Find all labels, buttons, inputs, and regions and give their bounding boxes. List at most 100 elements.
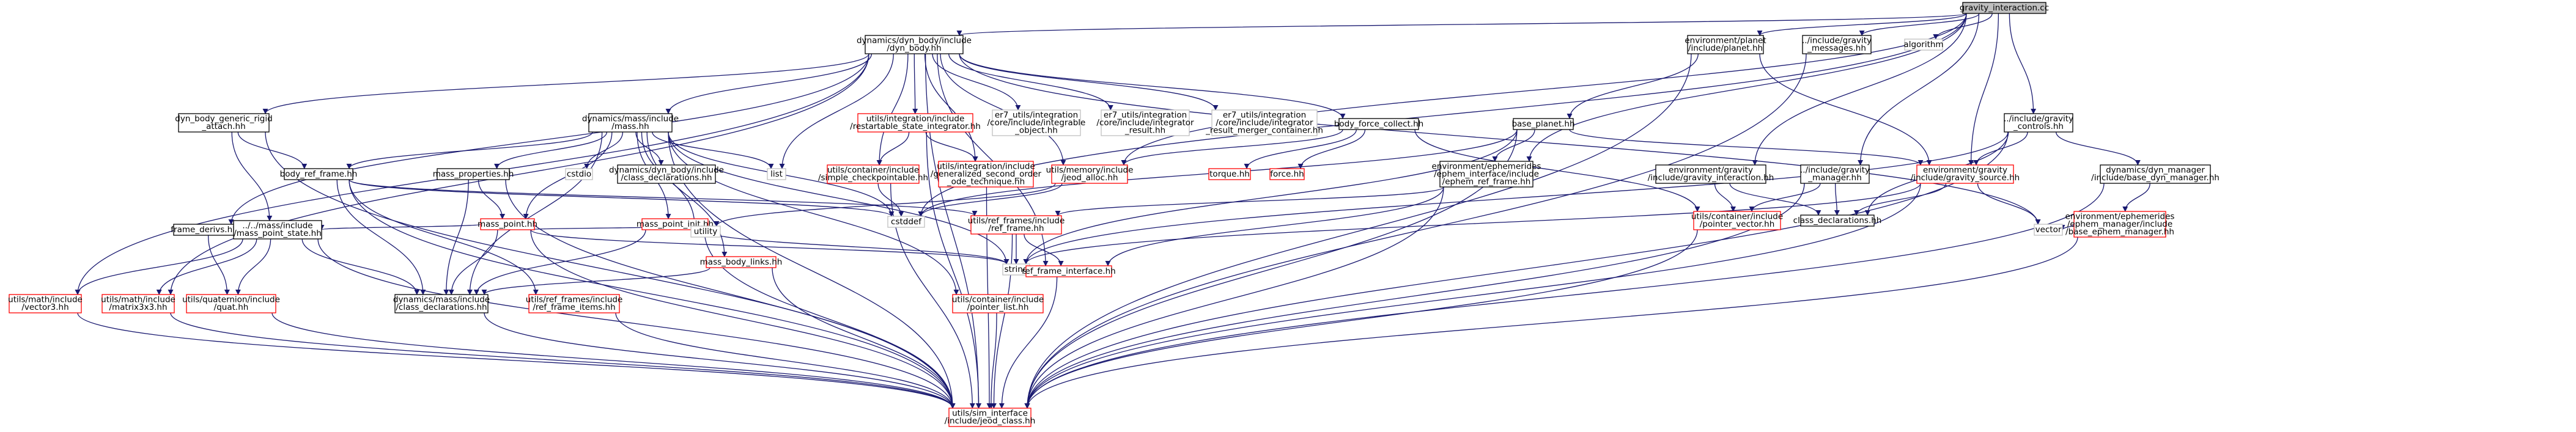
node-force_hh[interactable]: force.hh <box>1269 168 1305 180</box>
node-label: _result.hh <box>1124 125 1165 135</box>
node-dyn_body_class_declarations_hh[interactable]: dynamics/dyn_body/include/class_declarat… <box>609 164 724 184</box>
edge-body_force_collect_hh-to-pointer_vector_hh <box>1414 129 1700 212</box>
node-label: /base_ephem_manager.hh <box>2065 227 2174 236</box>
node-planet_hh[interactable]: environment/planet/include/planet.hh <box>1685 35 1766 54</box>
node-gravity_class_declarations_hh[interactable]: class_declarations.hh <box>1793 214 1882 227</box>
node-dyn_body_generic_rigid_attach_hh[interactable]: dyn_body_generic_rigid_attach.hh <box>175 113 273 133</box>
node-label: /include/gravity_source.hh <box>1911 173 2020 183</box>
node-jeod_alloc_hh[interactable]: utils/memory/include/jeod_alloc.hh <box>1046 164 1134 184</box>
node-label: /mass.hh <box>611 122 649 131</box>
node-base_ephem_manager_hh[interactable]: environment/ephemerides/ephem_manager/in… <box>2065 211 2175 238</box>
edge-base_planet_hh-to-gravity_source_hh <box>1569 129 1924 166</box>
node-mass_class_declarations_hh[interactable]: dynamics/mass/include/class_declarations… <box>393 294 490 313</box>
node-box <box>2004 113 2073 133</box>
edge-dyn_body_hh-to-list <box>779 53 894 169</box>
node-box <box>706 256 777 268</box>
node-pointer_list_hh[interactable]: utils/container/include/pointer_list.hh <box>952 294 1044 313</box>
node-mass_point_hh[interactable]: mass_point.hh <box>478 218 537 230</box>
edge-vector3_hh-to-jeod_class_hh <box>77 312 956 409</box>
node-torque_hh[interactable]: torque.hh <box>1208 168 1251 180</box>
node-dyn_body_hh[interactable]: dynamics/dyn_body/include/dyn_body.hh <box>857 35 972 54</box>
edge-dyn_body_hh-to-vector <box>959 53 2041 225</box>
edge-mass_hh-to-jeod_class_hh <box>668 131 956 409</box>
node-label: /pointer_vector.hh <box>1700 219 1775 229</box>
node-simple_checkpointable_hh[interactable]: utils/container/include/simple_checkpoin… <box>818 164 928 184</box>
node-label: /ref_frame.hh <box>988 224 1044 233</box>
edge-mass_point_state_hh-to-mass_class_declarations_hh <box>301 238 420 295</box>
node-label: /jeod_alloc.hh <box>1061 173 1118 183</box>
node-box <box>1802 35 1872 54</box>
node-box <box>1101 109 1190 136</box>
node-env_gravity_interaction_hh[interactable]: environment/gravity/include/gravity_inte… <box>1648 164 1774 184</box>
node-mass_properties_hh[interactable]: mass_properties.hh <box>433 168 514 180</box>
node-box <box>1025 265 1112 277</box>
node-restartable_state_integrator_hh[interactable]: utils/integration/include/restartable_st… <box>850 113 981 133</box>
edge-base_ephem_manager_hh-to-jeod_class_hh <box>1024 236 2078 409</box>
node-gravity_source_hh[interactable]: environment/gravity/include/gravity_sour… <box>1911 164 2020 184</box>
node-label: utils/memory/include <box>1046 166 1134 175</box>
node-body_ref_frame_hh[interactable]: body_ref_frame.hh <box>280 168 358 180</box>
node-jeod_class_hh[interactable]: utils/sim_interface/include/jeod_class.h… <box>945 408 1036 427</box>
edge-mass_hh-to-body_ref_frame_hh <box>346 131 593 169</box>
node-label: mass_properties.hh <box>433 169 514 179</box>
node-label: _messages.hh <box>1807 43 1866 53</box>
node-vector3_hh[interactable]: utils/math/include/vector3.hh <box>8 294 83 313</box>
node-box <box>1800 164 1870 184</box>
node-label: /core/include/integrator <box>1216 118 1313 128</box>
node-quat_hh[interactable]: utils/quaternion/include/quat.hh <box>182 294 280 313</box>
node-generalized_second_order_ode_technique_hh[interactable]: utils/integration/include/generalized_se… <box>931 161 1042 188</box>
node-gravity_manager_hh[interactable]: ../include/gravity_manager.hh <box>1800 164 1870 184</box>
node-base_planet_hh[interactable]: base_planet.hh <box>1511 118 1575 130</box>
node-label: _object.hh <box>1014 125 1058 135</box>
node-label: mass_body_links.hh <box>700 257 783 267</box>
node-label: /quat.hh <box>214 302 249 312</box>
node-frame_derivs_hh[interactable]: frame_derivs.hh <box>171 224 238 236</box>
edge-restartable_state_integrator_hh-to-simple_checkpointable_hh <box>876 131 910 166</box>
node-mass_body_links_hh[interactable]: mass_body_links.hh <box>700 256 783 268</box>
node-pointer_vector_hh[interactable]: utils/container/include/pointer_vector.h… <box>1691 211 1783 230</box>
node-box <box>588 113 673 133</box>
node-label: /include/base_dyn_manager.hh <box>2091 173 2220 183</box>
node-label: utils/ref_frames/include <box>526 295 623 305</box>
node-ref_frame_hh[interactable]: utils/ref_frames/include/ref_frame.hh <box>968 215 1065 235</box>
node-body_force_collect_hh[interactable]: body_force_collect.hh <box>1334 118 1424 130</box>
node-box <box>948 408 1032 427</box>
node-gravity_interaction_cc[interactable]: gravity_interaction.cc <box>1960 2 2049 14</box>
edge-mass_hh-to-list <box>652 131 774 169</box>
node-label: vector <box>2035 225 2062 235</box>
node-matrix3x3_hh[interactable]: utils/math/include/matrix3x3.hh <box>101 294 175 313</box>
edge-dyn_body_hh-to-integrator_result_merger_container_hh <box>959 53 1219 111</box>
node-box <box>1439 161 1533 188</box>
node-label: /include/gravity_interaction.hh <box>1648 173 1774 183</box>
edge-dyn_body_hh-to-integrable_object_hh <box>932 53 1021 111</box>
edge-mass_hh-to-mass_body_links_hh <box>646 131 728 257</box>
node-box <box>1269 168 1305 180</box>
node-mass_point_state_hh[interactable]: ../../mass/include/mass_point_state.hh <box>233 220 322 240</box>
node-label: gravity_interaction.cc <box>1960 3 2049 13</box>
edge-gravity_source_hh-to-vector <box>1977 183 2041 225</box>
edge-mass_properties_hh-to-mass_class_declarations_hh <box>443 179 469 295</box>
node-ref_frame_items_hh[interactable]: utils/ref_frames/include/ref_frame_items… <box>526 294 623 313</box>
node-label: dynamics/dyn_manager <box>2106 166 2205 175</box>
node-label: utils/container/include <box>952 295 1044 305</box>
node-box <box>1338 118 1419 130</box>
edge-gravity_controls_hh-to-jeod_class_hh <box>1024 131 2009 409</box>
node-gravity_controls_hh[interactable]: ../include/gravity_controls.hh <box>2004 113 2073 133</box>
node-box <box>1693 211 1781 230</box>
node-mass_hh[interactable]: dynamics/mass/include/mass.hh <box>582 113 679 133</box>
node-base_dyn_manager_hh[interactable]: dynamics/dyn_manager/include/base_dyn_ma… <box>2091 164 2220 184</box>
edge-gravity_manager_hh-to-jeod_class_hh <box>1024 183 1805 409</box>
node-box <box>865 35 964 54</box>
node-gravity_messages_hh[interactable]: ../include/gravity_messages.hh <box>1802 35 1872 54</box>
node-ref_frame_interface_hh[interactable]: ref_frame_interface.hh <box>1022 265 1116 277</box>
edge-mass_body_links_hh-to-mass_class_declarations_hh <box>481 267 710 295</box>
edge-body_force_collect_hh-to-torque_hh <box>1244 129 1357 169</box>
edge-mass_properties_hh-to-mass_point_hh <box>478 179 506 219</box>
node-box <box>952 294 1044 313</box>
node-label: list <box>770 169 783 179</box>
node-label: environment/ephemerides <box>1432 161 1541 171</box>
node-label: ref_frame_interface.hh <box>1022 266 1115 276</box>
node-ephem_ref_frame_hh[interactable]: environment/ephemerides/ephem_interface/… <box>1432 161 1541 188</box>
edge-dyn_body_hh-to-restartable_state_integrator_hh <box>912 53 918 114</box>
